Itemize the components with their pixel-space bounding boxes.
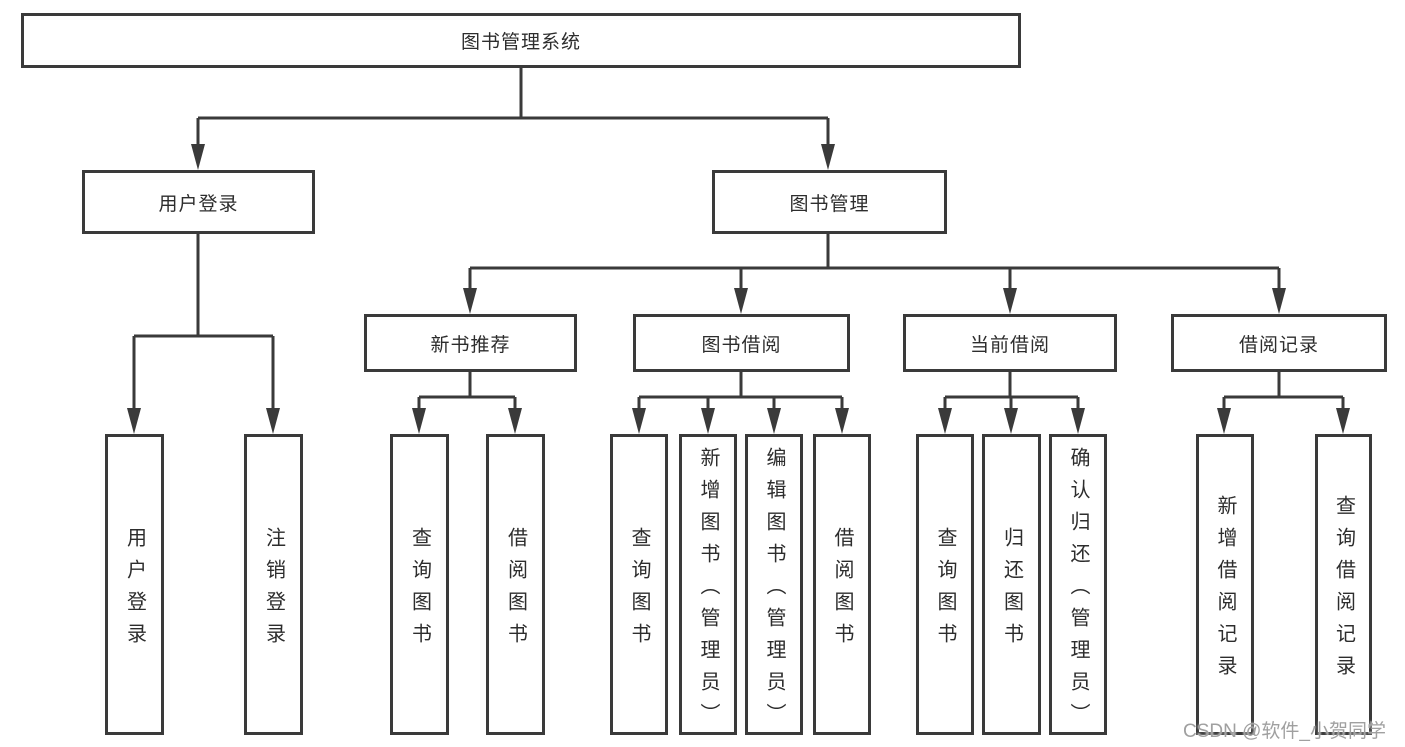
node-label: 编辑图书（管理员） <box>763 446 785 735</box>
node-library-system: 图书管理系统 <box>21 13 1021 68</box>
leaf-search-borrow-record: 查询借阅记录 <box>1315 434 1372 735</box>
leaf-confirm-return-admin: 确认归还（管理员） <box>1049 434 1107 735</box>
leaf-edit-book-admin: 编辑图书（管理员） <box>745 434 803 735</box>
node-label: 当前借阅 <box>969 334 1050 356</box>
leaf-search-books-2: 查询图书 <box>610 434 668 735</box>
node-label: 新增借阅记录 <box>1214 494 1236 687</box>
node-label: 确认归还（管理员） <box>1067 446 1089 735</box>
node-label: 图书管理系统 <box>460 32 581 53</box>
node-label: 用户登录 <box>123 526 146 655</box>
leaf-logout: 注销登录 <box>244 434 303 735</box>
leaf-borrow-books-2: 借阅图书 <box>813 434 871 735</box>
node-label: 用户登录 <box>158 193 239 215</box>
node-label: 查询图书 <box>408 526 431 655</box>
leaf-search-books-1: 查询图书 <box>390 434 449 735</box>
node-label: 查询借阅记录 <box>1332 494 1355 687</box>
node-label: 注销登录 <box>262 526 285 655</box>
leaf-user-login: 用户登录 <box>105 434 164 735</box>
arrowheads <box>127 144 1350 434</box>
node-borrow-records: 借阅记录 <box>1171 314 1387 372</box>
leaf-borrow-books-1: 借阅图书 <box>486 434 545 735</box>
node-book-borrow: 图书借阅 <box>633 314 850 372</box>
node-label: 图书借阅 <box>701 334 782 356</box>
node-label: 归还图书 <box>1000 526 1023 655</box>
node-label: 新书推荐 <box>430 334 511 356</box>
node-new-book-recommend: 新书推荐 <box>364 314 577 372</box>
node-label: 查询图书 <box>934 526 956 655</box>
node-label: 借阅记录 <box>1238 334 1319 356</box>
leaf-return-book: 归还图书 <box>982 434 1041 735</box>
node-current-borrow: 当前借阅 <box>903 314 1117 372</box>
node-label: 借阅图书 <box>504 526 527 655</box>
node-label: 查询图书 <box>628 526 650 655</box>
node-label: 新增图书（管理员） <box>697 446 719 735</box>
csdn-watermark: CSDN @软件_小贺同学 <box>1183 721 1386 742</box>
leaf-add-book-admin: 新增图书（管理员） <box>679 434 737 735</box>
leaf-search-books-3: 查询图书 <box>916 434 974 735</box>
node-book-management: 图书管理 <box>712 170 947 234</box>
node-label: 图书管理 <box>789 193 870 215</box>
leaf-add-borrow-record: 新增借阅记录 <box>1196 434 1254 735</box>
node-label: 借阅图书 <box>831 526 853 655</box>
node-user-login: 用户登录 <box>82 170 315 234</box>
